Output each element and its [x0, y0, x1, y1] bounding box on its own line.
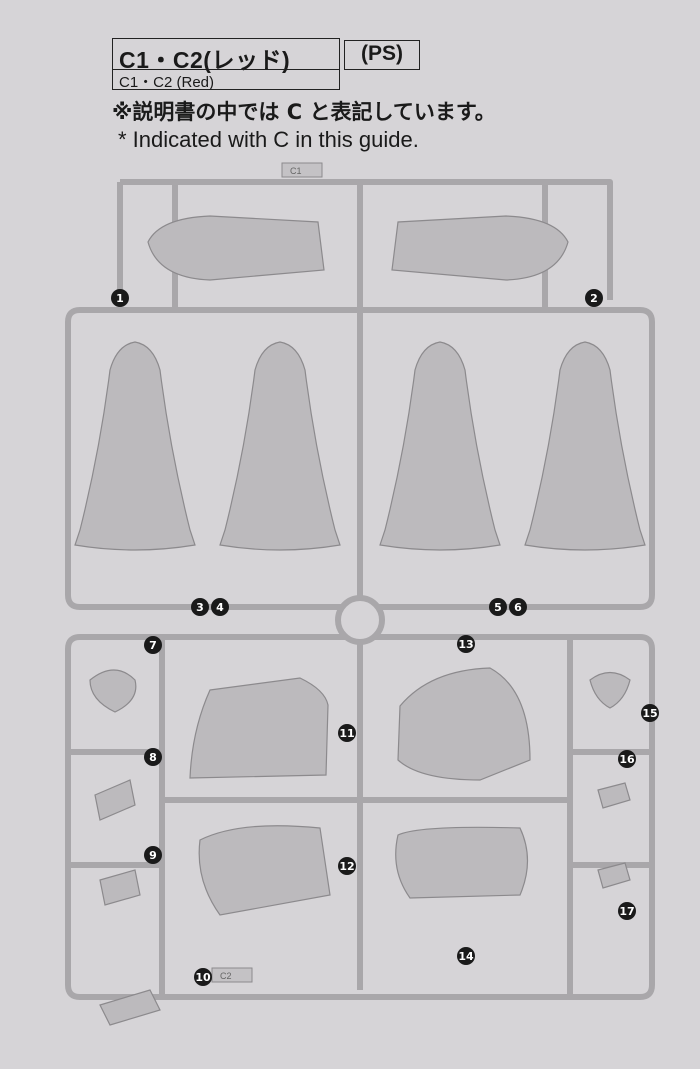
runner-subtitle: C1・C2 (Red) [119, 74, 215, 91]
part-marker-6: 6 [509, 598, 527, 616]
material-badge: (PS) [344, 40, 420, 70]
runner-title-box: C1・C2(レッド) C1・C2 (Red) [112, 38, 340, 91]
part-marker-circle [111, 289, 129, 307]
part-marker-circle [211, 598, 229, 616]
part-marker-12: 12 [338, 857, 356, 875]
part-marker-label: 1 [116, 292, 124, 305]
part-marker-circle [338, 724, 356, 742]
part-marker-17: 17 [618, 902, 636, 920]
part-marker-circle [618, 902, 636, 920]
part-marker-7: 7 [144, 636, 162, 654]
part-marker-circle [144, 748, 162, 766]
part-marker-14: 14 [457, 947, 475, 965]
part-marker-circle [457, 635, 475, 653]
part-marker-15: 15 [641, 704, 659, 722]
part-marker-circle [641, 704, 659, 722]
title-divider [113, 69, 339, 70]
part-shells-top [147, 215, 569, 281]
part-marker-label: 16 [619, 753, 635, 766]
part-marker-5: 5 [489, 598, 507, 616]
part-marker-label: 8 [149, 751, 157, 764]
part-marker-2: 2 [585, 289, 603, 307]
part-marker-label: 10 [195, 971, 211, 984]
note-english: * Indicated with C in this guide. [118, 127, 419, 152]
part-marker-circle [618, 750, 636, 768]
part-marker-circle [338, 857, 356, 875]
part-marker-8: 8 [144, 748, 162, 766]
part-marker-label: 3 [196, 601, 204, 614]
part-marker-3: 3 [191, 598, 209, 616]
part-marker-label: 7 [149, 639, 157, 652]
part-marker-label: 13 [458, 638, 473, 651]
part-marker-circle [144, 846, 162, 864]
part-marker-circle [194, 968, 212, 986]
part-lower-blocks [189, 667, 531, 916]
part-marker-9: 9 [144, 846, 162, 864]
part-marker-16: 16 [618, 750, 636, 768]
part-marker-label: 11 [339, 727, 354, 740]
part-marker-11: 11 [338, 724, 356, 742]
part-marker-13: 13 [457, 635, 475, 653]
part-small-pieces [89, 669, 631, 1026]
part-marker-label: 9 [149, 849, 157, 862]
part-marker-circle [509, 598, 527, 616]
part-marker-label: 14 [458, 950, 474, 963]
part-marker-label: 4 [216, 601, 224, 614]
part-marker-label: 6 [514, 601, 522, 614]
part-marker-label: 12 [339, 860, 354, 873]
gate-tag-bottom-label: C2 [220, 971, 232, 981]
gate-tag-top-label: C1 [290, 166, 302, 176]
part-marker-circle [489, 598, 507, 616]
runner-hub [335, 595, 385, 645]
part-marker-4: 4 [211, 598, 229, 616]
part-marker-label: 15 [642, 707, 657, 720]
part-marker-label: 2 [590, 292, 598, 305]
note-japanese: ※説明書の中では C と表記しています。 [112, 100, 496, 124]
part-marker-circle [585, 289, 603, 307]
part-marker-circle [191, 598, 209, 616]
gate-tag-bottom: C2 [211, 967, 253, 983]
runner-title: C1・C2(レッド) [119, 47, 291, 73]
part-marker-circle [144, 636, 162, 654]
part-marker-circle [457, 947, 475, 965]
runner-frame [65, 179, 655, 1000]
gate-tag-top: C1 [281, 162, 323, 178]
part-marker-label: 5 [494, 601, 502, 614]
part-marker-10: 10 [194, 968, 212, 986]
part-marker-1: 1 [111, 289, 129, 307]
part-marker-label: 17 [619, 905, 634, 918]
